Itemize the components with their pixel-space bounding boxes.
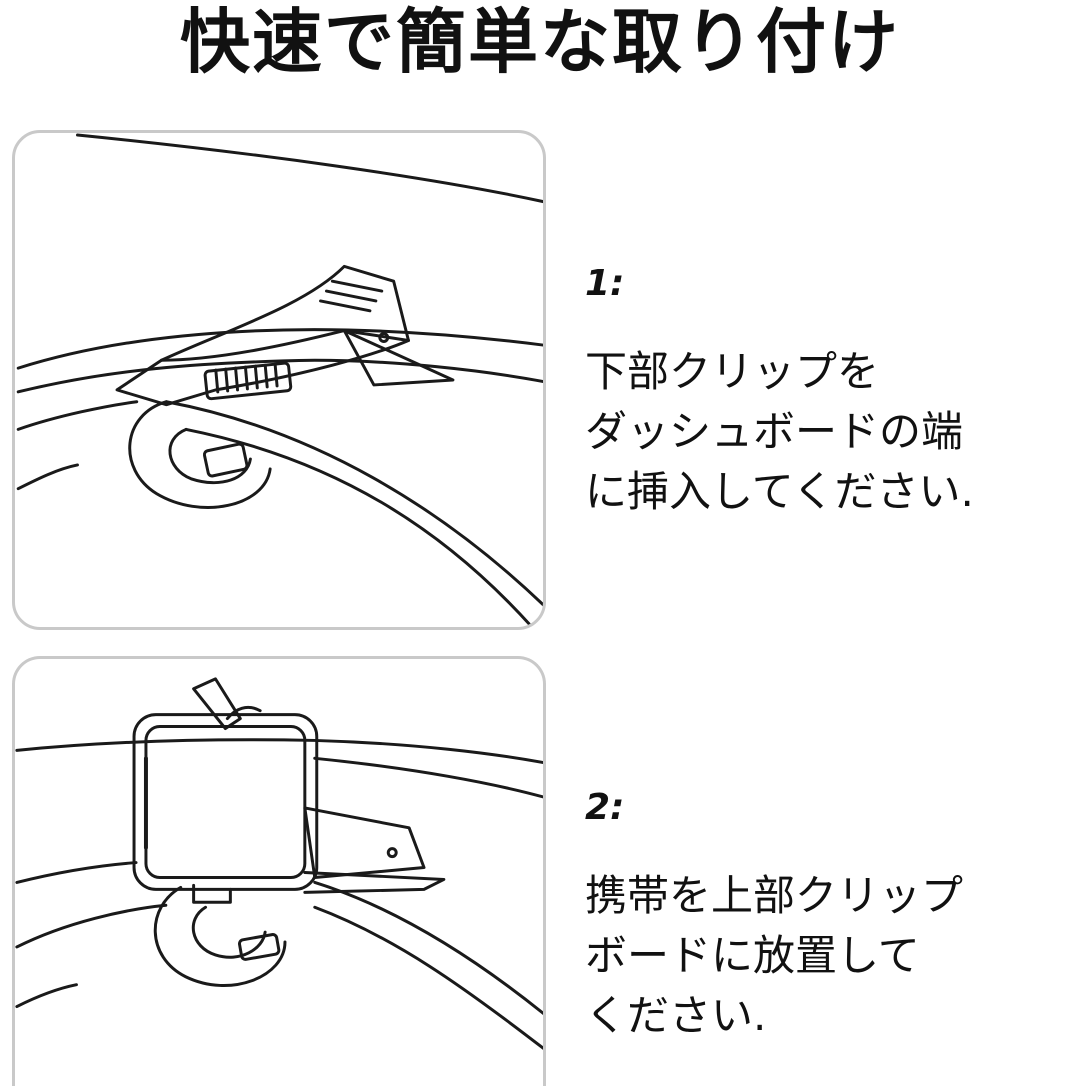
step-1-number: 1:: [585, 263, 625, 304]
step-1: 1: 下部クリップを ダッシュボードの端 に挿入してください.: [585, 262, 1075, 522]
step-2-number: 2:: [585, 787, 625, 828]
step-2: 2: 携帯を上部クリップ ボードに放置して ください.: [585, 786, 1075, 1046]
step-1-illustration-panel: [12, 130, 546, 630]
step-1-line-1: 下部クリップを: [585, 347, 880, 396]
clip-insert-illustration: [16, 133, 543, 627]
step-1-line-3: に挿入してください.: [585, 467, 974, 516]
step-2-line-1: 携帯を上部クリップ: [585, 871, 964, 920]
step-2-line-2: ボードに放置して: [585, 931, 920, 980]
phone-mount-illustration: [15, 677, 543, 1050]
step-2-illustration-panel: [12, 656, 546, 1086]
step-1-line-2: ダッシュボードの端: [585, 407, 964, 456]
page-title: 快速で簡単な取り付け: [180, 1, 900, 83]
step-2-line-3: ください.: [585, 991, 767, 1040]
